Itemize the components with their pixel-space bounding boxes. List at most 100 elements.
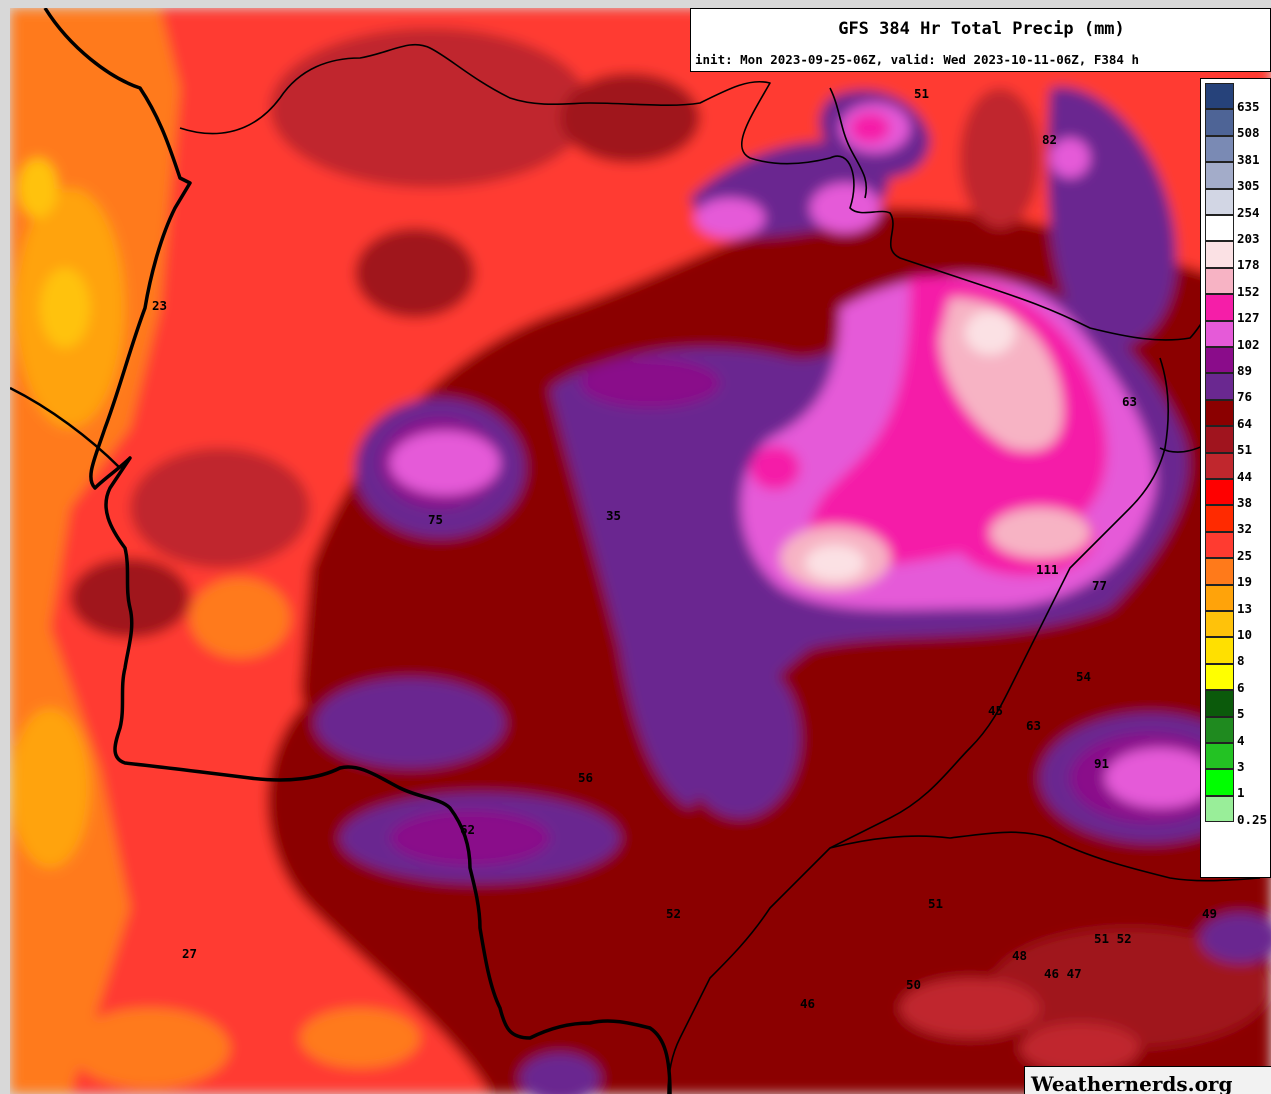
legend-label: 19 bbox=[1237, 574, 1253, 590]
legend-label: 76 bbox=[1237, 389, 1253, 405]
legend-entry: 32 bbox=[1205, 505, 1271, 536]
value-label: 111 bbox=[1036, 562, 1059, 577]
legend-label: 51 bbox=[1237, 442, 1253, 458]
legend-label: 64 bbox=[1237, 415, 1253, 431]
legend-entry: 19 bbox=[1205, 558, 1271, 589]
legend-label: 5 bbox=[1237, 706, 1245, 722]
legend-swatch bbox=[1205, 215, 1234, 242]
province-border-ne bbox=[829, 87, 868, 199]
legend-swatch bbox=[1205, 663, 1234, 691]
province-border-east bbox=[667, 357, 1170, 1094]
value-label: 50 bbox=[906, 977, 921, 992]
legend-label: 32 bbox=[1237, 521, 1253, 537]
legend-label: 305 bbox=[1237, 178, 1260, 194]
legend-swatch bbox=[1205, 294, 1234, 321]
legend-entry: 25 bbox=[1205, 531, 1271, 563]
value-label: 23 bbox=[152, 298, 167, 313]
legend-label: 508 bbox=[1237, 125, 1260, 141]
legend-swatch bbox=[1205, 743, 1234, 770]
legend-label: 3 bbox=[1237, 759, 1245, 774]
value-label: 62 bbox=[460, 822, 475, 837]
legend-entry: 8 bbox=[1205, 637, 1271, 668]
legend-swatch bbox=[1205, 452, 1234, 479]
legend-swatch bbox=[1205, 109, 1234, 136]
country-border bbox=[43, 8, 672, 1094]
legend-entry: 10 bbox=[1205, 611, 1271, 642]
legend-entry: 178 bbox=[1205, 241, 1271, 272]
province-border-south bbox=[829, 831, 1261, 882]
legend-swatch bbox=[1205, 716, 1234, 743]
legend-swatch bbox=[1205, 479, 1234, 506]
legend-entry: 127 bbox=[1205, 294, 1271, 325]
legend-label: 8 bbox=[1237, 653, 1245, 669]
legend-entry: 3 bbox=[1205, 743, 1271, 774]
legend-entry: 89 bbox=[1205, 347, 1271, 378]
legend-entry: 102 bbox=[1205, 320, 1271, 352]
legend-entry: 305 bbox=[1205, 162, 1271, 193]
legend-label: 203 bbox=[1237, 231, 1260, 246]
legend-swatch bbox=[1205, 637, 1234, 664]
legend-swatch bbox=[1205, 188, 1234, 215]
value-label: 56 bbox=[578, 770, 593, 785]
legend-entry: 44 bbox=[1205, 452, 1271, 484]
legend-label: 89 bbox=[1237, 363, 1253, 378]
legend-entry: 5 bbox=[1205, 690, 1271, 721]
value-label: 54 bbox=[1076, 669, 1091, 684]
legend-label: 254 bbox=[1237, 204, 1260, 220]
legend-swatch bbox=[1205, 558, 1234, 585]
value-label: 51 52 bbox=[1094, 931, 1132, 946]
legend-entry: 13 bbox=[1205, 584, 1271, 616]
legend-label: 10 bbox=[1237, 627, 1253, 642]
legend-swatch bbox=[1205, 531, 1234, 559]
legend-label: 0.25 bbox=[1237, 811, 1268, 827]
legend-swatch bbox=[1205, 399, 1234, 427]
legend-swatch bbox=[1205, 241, 1234, 268]
legend-entry: 254 bbox=[1205, 188, 1271, 220]
legend-swatch bbox=[1205, 426, 1234, 453]
legend-swatch bbox=[1205, 135, 1234, 163]
value-label: 45 bbox=[988, 703, 1003, 718]
legend-entry: 635 bbox=[1205, 83, 1271, 114]
value-label: 82 bbox=[1042, 132, 1057, 147]
legend-entry: 4 bbox=[1205, 716, 1271, 748]
legend-label: 381 bbox=[1237, 151, 1260, 167]
legend-entry: 0.25 bbox=[1205, 795, 1271, 827]
legend-entry: 51 bbox=[1205, 426, 1271, 457]
legend-entry: 152 bbox=[1205, 267, 1271, 299]
precip-map: 51 82 23 63 75 35 111 77 54 45 63 91 56 … bbox=[10, 8, 1271, 1094]
legend-swatch bbox=[1205, 267, 1234, 295]
legend-swatch bbox=[1205, 83, 1234, 110]
value-label: 75 bbox=[428, 512, 443, 527]
legend-entry: 76 bbox=[1205, 373, 1271, 404]
legend-label: 4 bbox=[1237, 732, 1245, 748]
legend-entry: 6 bbox=[1205, 663, 1271, 695]
value-label: 35 bbox=[606, 508, 621, 523]
legend-entry: 64 bbox=[1205, 399, 1271, 431]
legend-label: 635 bbox=[1237, 99, 1260, 114]
legend-swatch bbox=[1205, 795, 1234, 823]
legend-label: 178 bbox=[1237, 257, 1260, 273]
value-label: 91 bbox=[1094, 756, 1109, 771]
legend-swatch bbox=[1205, 162, 1234, 189]
legend-entry: 38 bbox=[1205, 479, 1271, 510]
legend-entry: 1 bbox=[1205, 769, 1271, 800]
value-label: 49 bbox=[1202, 906, 1217, 921]
legend-label: 1 bbox=[1237, 785, 1245, 801]
value-label: 48 bbox=[1012, 948, 1027, 963]
value-label: 51 bbox=[928, 896, 943, 911]
legend-label: 44 bbox=[1237, 468, 1253, 484]
legend-label: 6 bbox=[1237, 679, 1245, 695]
province-border-north bbox=[179, 43, 1221, 341]
map-subtitle: init: Mon 2023-09-25-06Z, valid: Wed 202… bbox=[695, 52, 1140, 67]
legend-swatch bbox=[1205, 320, 1234, 347]
value-label: 51 bbox=[914, 86, 929, 101]
legend-swatch bbox=[1205, 584, 1234, 611]
legend-label: 102 bbox=[1237, 336, 1260, 352]
legend-swatch bbox=[1205, 505, 1234, 532]
value-label: 46 bbox=[800, 996, 815, 1011]
value-label: 63 bbox=[1122, 394, 1137, 409]
legend-entry: 381 bbox=[1205, 135, 1271, 167]
legend-label: 38 bbox=[1237, 495, 1253, 510]
